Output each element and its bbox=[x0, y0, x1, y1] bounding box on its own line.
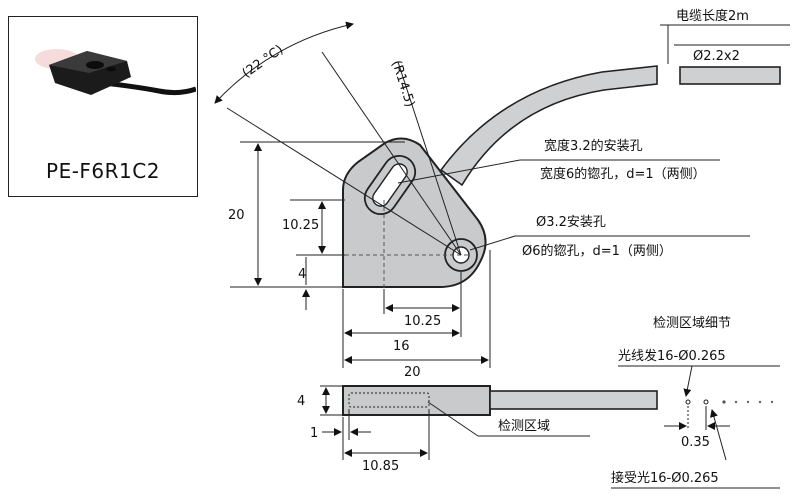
angle-arc bbox=[214, 21, 354, 104]
product-photo-box: PE-F6R1C2 bbox=[8, 16, 198, 197]
dim-width-20: 20 bbox=[404, 365, 421, 380]
slot-hole-note-1: 宽度3.2的安装孔 bbox=[544, 138, 643, 154]
model-label: PE-F6R1C2 bbox=[46, 159, 160, 183]
detect-area-window bbox=[348, 392, 430, 408]
round-hole-note-2: Ø6的锪孔，d=1（两侧） bbox=[522, 243, 672, 259]
dim-side-offset-1: 1 bbox=[310, 426, 318, 441]
radius-label: (R14.5) bbox=[388, 59, 417, 109]
dim-height-20: 20 bbox=[228, 208, 245, 223]
emitter-label: 光线发16-Ø0.265 bbox=[618, 348, 726, 364]
dim-width-10-25: 10.25 bbox=[404, 314, 441, 329]
fiber-dots bbox=[685, 399, 774, 405]
slot-hole-note-2: 宽度6的锪孔，d=1（两侧） bbox=[540, 166, 706, 182]
dim-side-length-10-85: 10.85 bbox=[362, 459, 399, 474]
dim-side-thickness-4: 4 bbox=[297, 394, 305, 409]
detail-title: 检测区域细节 bbox=[653, 316, 731, 331]
cable-side-view bbox=[489, 390, 658, 410]
cable-segment-right bbox=[679, 66, 781, 85]
cable-length-label: 电缆长度2m bbox=[676, 8, 749, 24]
detect-area-label: 检测区域 bbox=[498, 419, 550, 434]
cable-upper bbox=[439, 65, 658, 187]
dim-height-4: 4 bbox=[298, 267, 306, 282]
receiver-label: 接受光16-Ø0.265 bbox=[611, 470, 719, 486]
sensor-photo-image bbox=[35, 49, 196, 96]
dim-height-10-25: 10.25 bbox=[282, 218, 319, 233]
round-hole-note-1: Ø3.2安装孔 bbox=[536, 215, 606, 230]
angle-label: (22 °C) bbox=[240, 42, 287, 81]
dim-pitch-0-35: 0.35 bbox=[681, 435, 710, 450]
dim-width-16: 16 bbox=[393, 339, 410, 354]
cable-diameter-label: Ø2.2x2 bbox=[693, 49, 740, 64]
sensor-body-side-view bbox=[342, 385, 491, 416]
